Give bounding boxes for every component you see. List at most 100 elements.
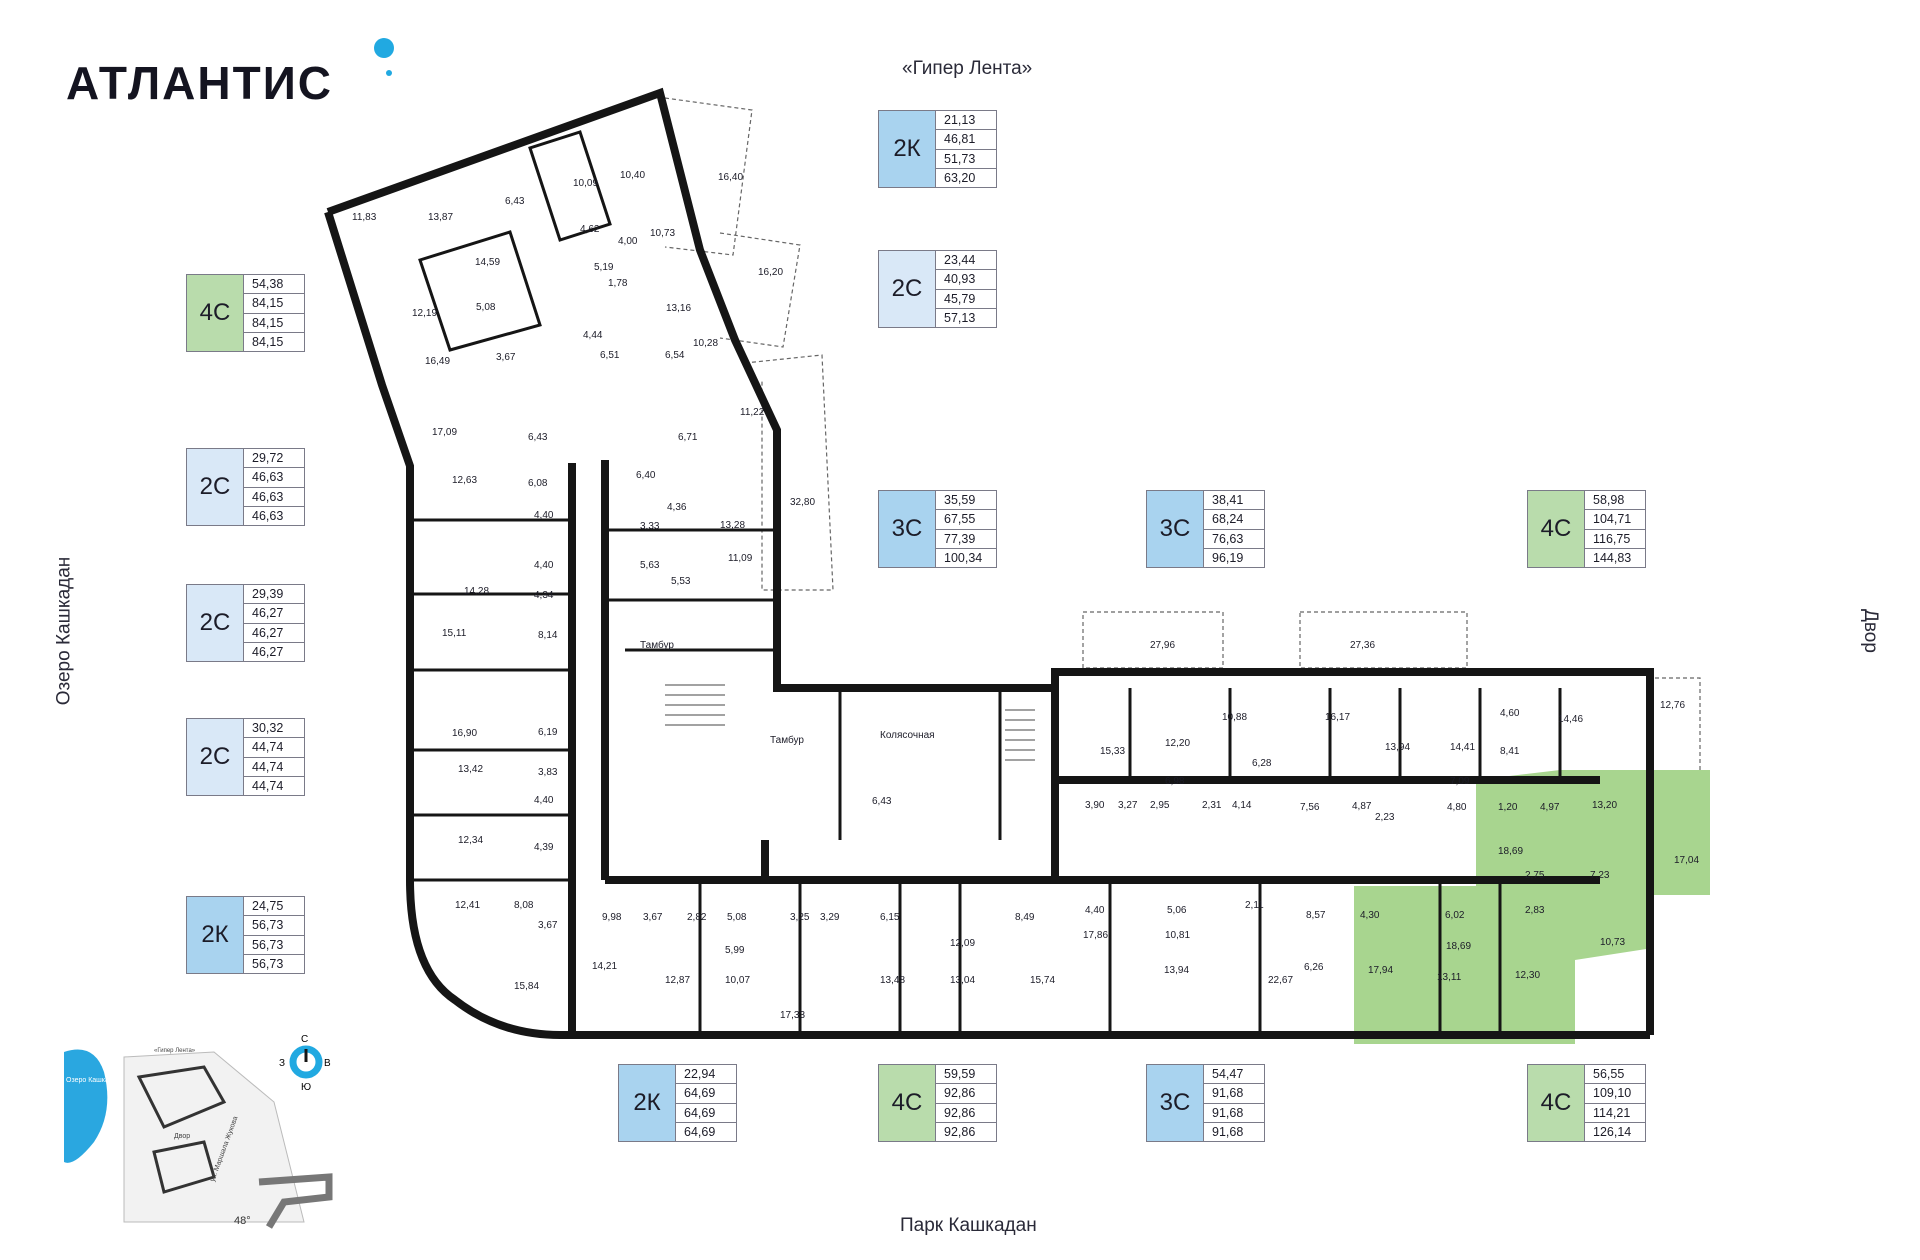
room-area: 13,16 xyxy=(666,303,692,314)
room-area: 8,49 xyxy=(1015,912,1035,923)
apartment-area: 29,39 xyxy=(244,585,304,605)
apartment-type: 3С xyxy=(1147,491,1204,567)
room-area: 6,02 xyxy=(1445,910,1465,921)
room-area: 6,54 xyxy=(665,350,685,361)
room-area: 12,87 xyxy=(665,975,691,986)
apartment-area: 23,44 xyxy=(936,251,996,271)
room-area: 4,40 xyxy=(534,795,554,806)
room-area: 4,44 xyxy=(583,330,603,341)
apartment-type: 2К xyxy=(619,1065,676,1141)
room-area: 5,08 xyxy=(476,302,496,313)
minimap-lake xyxy=(64,1049,108,1163)
apartment-area: 77,39 xyxy=(936,530,996,549)
room-area: 13,48 xyxy=(880,975,906,986)
room-area: 3,67 xyxy=(643,912,663,923)
room-area: 4,40 xyxy=(534,560,554,571)
apartment-area: 58,98 xyxy=(1585,491,1645,511)
room-area: 10,81 xyxy=(1165,930,1191,941)
room-area: 10,73 xyxy=(1600,937,1626,948)
apartment-area: 59,59 xyxy=(936,1065,996,1085)
apartment-area: 64,69 xyxy=(676,1104,736,1123)
room-area: 6,98 xyxy=(1165,776,1185,787)
room-area: 8,57 xyxy=(1306,910,1326,921)
minimap-lake-label: Озеро Кашкадан xyxy=(66,1077,121,1084)
apartment-type: 4С xyxy=(1528,1065,1585,1141)
room-area: 5,19 xyxy=(594,262,614,273)
apartment-type: 4С xyxy=(187,275,244,351)
apartment-area: 24,75 xyxy=(244,897,304,917)
apartment-area: 76,63 xyxy=(1204,530,1264,549)
room-area: 4,87 xyxy=(1352,801,1372,812)
apartment-area: 114,21 xyxy=(1585,1104,1645,1123)
room-area: 6,43 xyxy=(872,796,892,807)
apartment-area: 56,73 xyxy=(244,936,304,955)
room-area: 6,08 xyxy=(528,478,548,489)
apartment-area: 38,41 xyxy=(1204,491,1264,511)
room-area: 5,08 xyxy=(727,912,747,923)
apartment-area: 46,27 xyxy=(244,624,304,643)
room-area: 22,67 xyxy=(1268,975,1294,986)
room-area: 15,11 xyxy=(442,628,467,639)
compass-n: С xyxy=(301,1034,308,1045)
room-area: 11,09 xyxy=(728,553,753,564)
label-top: «Гипер Лента» xyxy=(902,58,1033,79)
room-area: 17,09 xyxy=(432,427,458,438)
room-area: 2,31 xyxy=(1202,800,1222,811)
room-area: 17,94 xyxy=(1368,965,1394,976)
apartment-area: 116,75 xyxy=(1585,530,1645,549)
room-area: 2,82 xyxy=(687,912,707,923)
room-area: 4,39 xyxy=(534,842,554,853)
apartment-type: 3С xyxy=(879,491,936,567)
room-area: 12,09 xyxy=(950,938,976,949)
apartment-area: 46,27 xyxy=(244,604,304,624)
apartment-area: 40,93 xyxy=(936,270,996,290)
apartment-type: 4С xyxy=(1528,491,1585,567)
room-area: 14,59 xyxy=(475,257,501,268)
apartment-area: 30,32 xyxy=(244,719,304,739)
minimap-angle: 48° xyxy=(234,1215,251,1227)
apartment-area: 44,74 xyxy=(244,758,304,777)
room-area: 8,08 xyxy=(514,900,534,911)
compass-e: В xyxy=(324,1058,331,1069)
room-area: 10,07 xyxy=(725,975,751,986)
room-area: 15,84 xyxy=(514,981,540,992)
room-area: 17,86 xyxy=(1083,930,1109,941)
apartment-area: 92,86 xyxy=(944,1124,976,1139)
apartment-area: 126,14 xyxy=(1593,1124,1632,1139)
apartment-area: 100,34 xyxy=(944,550,983,565)
room-area: 12,76 xyxy=(1660,700,1686,711)
room-area: 16,17 xyxy=(1325,712,1351,723)
apartment-area: 44,74 xyxy=(252,778,284,793)
apartment-area: 46,63 xyxy=(244,468,304,488)
room-area: 16,40 xyxy=(718,172,744,183)
label-bottom: Парк Кашкадан xyxy=(900,1215,1037,1236)
room-area: 6,40 xyxy=(636,470,656,481)
room-area: 4,34 xyxy=(534,590,554,601)
logo-text: АТЛАНТИС xyxy=(66,57,333,109)
room-area: 3,67 xyxy=(538,920,558,931)
room-area: 8,41 xyxy=(1500,746,1520,757)
apartment-area: 84,15 xyxy=(244,294,304,314)
room-area: 16,49 xyxy=(425,356,451,367)
apartment-area: 51,73 xyxy=(936,150,996,169)
apartment-type: 4С xyxy=(879,1065,936,1141)
room-area: 12,63 xyxy=(452,475,478,486)
logo-dot-icon xyxy=(374,38,394,58)
apartment-area: 91,68 xyxy=(1212,1124,1244,1139)
apartment-area: 57,13 xyxy=(944,310,976,325)
room-area: 6,43 xyxy=(505,196,525,207)
room-area: 3,83 xyxy=(538,767,558,778)
apartment-area: 21,13 xyxy=(936,111,996,131)
space-tambur2: Тамбур xyxy=(770,735,804,746)
room-area: 6,43 xyxy=(528,432,548,443)
apartment-type: 2С xyxy=(879,251,936,327)
apartment-area: 54,47 xyxy=(1204,1065,1264,1085)
apartment-type: 2С xyxy=(187,449,244,525)
